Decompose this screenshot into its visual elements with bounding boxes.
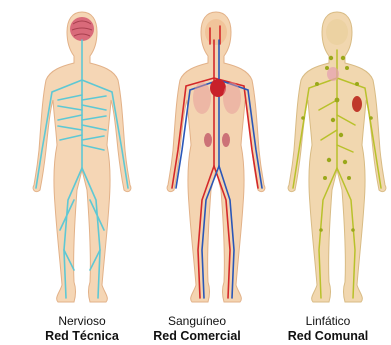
circulatory-system-figure <box>167 12 265 302</box>
network-label: Red Técnica <box>17 329 147 344</box>
caption-lymphatic: Linfático Red Comunal <box>263 314 391 344</box>
system-label: Linfático <box>263 314 391 329</box>
caption-nervous: Nervioso Red Técnica <box>17 314 147 344</box>
caption-circulatory: Sanguíneo Red Comercial <box>132 314 262 344</box>
network-label: Red Comunal <box>263 329 391 344</box>
lymphatic-system-figure <box>288 12 386 302</box>
spleen <box>352 96 362 112</box>
system-label: Sanguíneo <box>132 314 262 329</box>
thymus <box>327 67 339 81</box>
system-label: Nervioso <box>17 314 147 329</box>
nervous-system-figure <box>33 12 131 302</box>
network-label: Red Comercial <box>132 329 262 344</box>
